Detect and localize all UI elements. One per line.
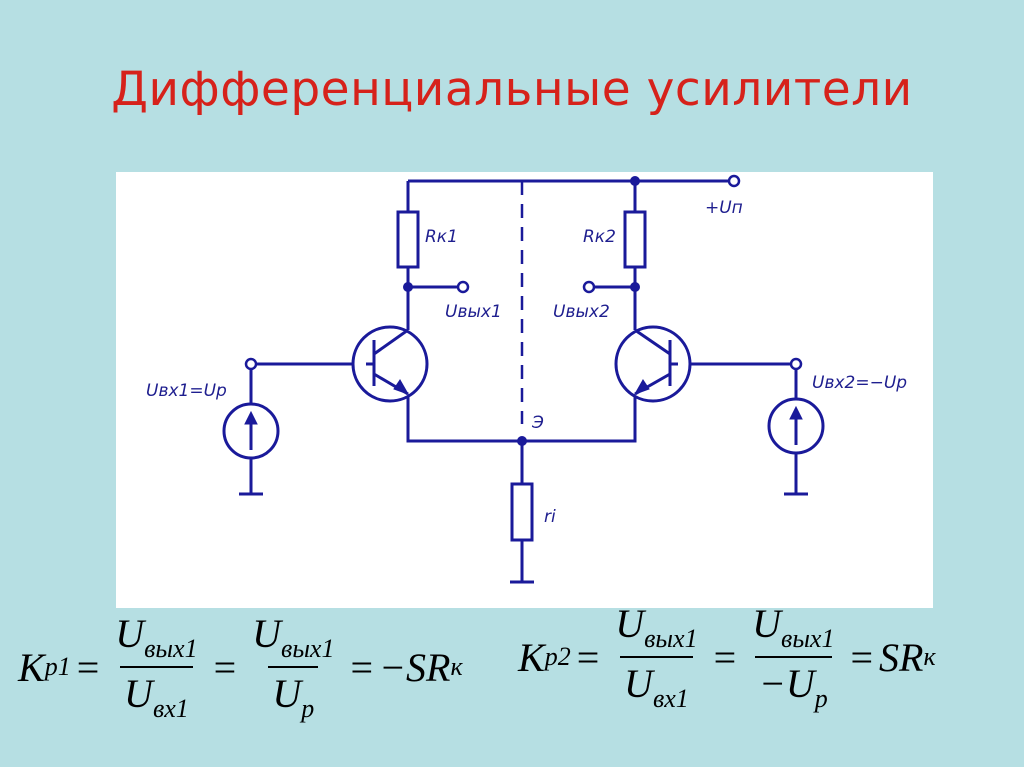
formula1-num1: U: [115, 611, 145, 656]
formula1-num2: U: [252, 611, 282, 656]
formula2-num1: U: [615, 601, 645, 646]
formula1-num2-sub: вых1: [281, 634, 335, 663]
formula1-den1-sub: вх1: [152, 694, 189, 723]
formula2-eq2: =: [713, 634, 737, 680]
source-in2: [767, 397, 825, 455]
slide-title: Дифференциальные усилители: [111, 62, 913, 117]
transistor-2: [614, 325, 692, 403]
formula1-den2-sub: р: [301, 694, 315, 723]
resistor-rk2: [623, 210, 647, 269]
formula2-fraction2: Uвых1 −Uр: [748, 600, 838, 714]
formula2-fraction1: Uвых1 Uвх1: [611, 600, 701, 714]
label-out1: Uвых1: [445, 302, 502, 322]
junction-dots: [403, 176, 640, 446]
label-emitter-node: Э: [531, 413, 544, 433]
label-rk2: Rк2: [583, 227, 616, 247]
formula2-eq1: =: [576, 634, 600, 680]
label-supply: +Uп: [705, 198, 743, 218]
circuit-diagram: Rк1 Rк2 +Uп Uвых1 Uвых2 Uвх1=Uр Uвх2=−Uр…: [116, 172, 933, 608]
formula1-fraction2: Uвых1 Uр: [248, 610, 338, 724]
formula1-k-sub: p1: [44, 652, 71, 681]
formula2-k: K: [518, 634, 545, 680]
formula2-eq3: =: [850, 634, 874, 680]
formula1-fraction1: Uвых1 Uвх1: [111, 610, 201, 724]
label-in1: Uвх1=Uр: [146, 381, 227, 401]
formula1-eq1: =: [76, 644, 100, 690]
label-in2: Uвх2=−Uр: [812, 373, 907, 393]
resistor-rk1: [396, 210, 420, 269]
formula2-result: SR: [879, 634, 924, 680]
formula1-num1-sub: вых1: [144, 634, 198, 663]
formula2-result-sub: к: [923, 642, 936, 671]
resistor-ri: [510, 482, 534, 542]
formula2-num1-sub: вых1: [644, 624, 698, 653]
formula2-den2: −U: [758, 661, 815, 706]
label-out2: Uвых2: [553, 302, 610, 322]
formula2-den2-sub: р: [814, 684, 828, 713]
formula1-eq2: =: [213, 644, 237, 690]
label-ri: ri: [544, 507, 556, 527]
formula1-result-sub: к: [450, 652, 463, 681]
formula1-den1: U: [124, 671, 153, 716]
label-rk1: Rк1: [425, 227, 458, 247]
formula2-k-sub: p2: [544, 642, 571, 671]
wires: [239, 179, 808, 584]
circuit-svg: Rк1 Rк2 +Uп Uвых1 Uвых2 Uвх1=Uр Uвх2=−Uр…: [146, 174, 907, 584]
terminals: [244, 174, 803, 371]
source-in1: [222, 402, 280, 460]
formula1-den2: U: [272, 671, 302, 716]
formula1-result: −SR: [379, 644, 451, 690]
formula2-den1: U: [624, 661, 653, 706]
formula1-eq3: =: [350, 644, 374, 690]
formula2-num2: U: [752, 601, 782, 646]
transistor-1: [351, 325, 429, 403]
formula2-den1-sub: вх1: [652, 684, 689, 713]
formula2-num2-sub: вых1: [781, 624, 835, 653]
formula1-k: K: [18, 644, 45, 690]
